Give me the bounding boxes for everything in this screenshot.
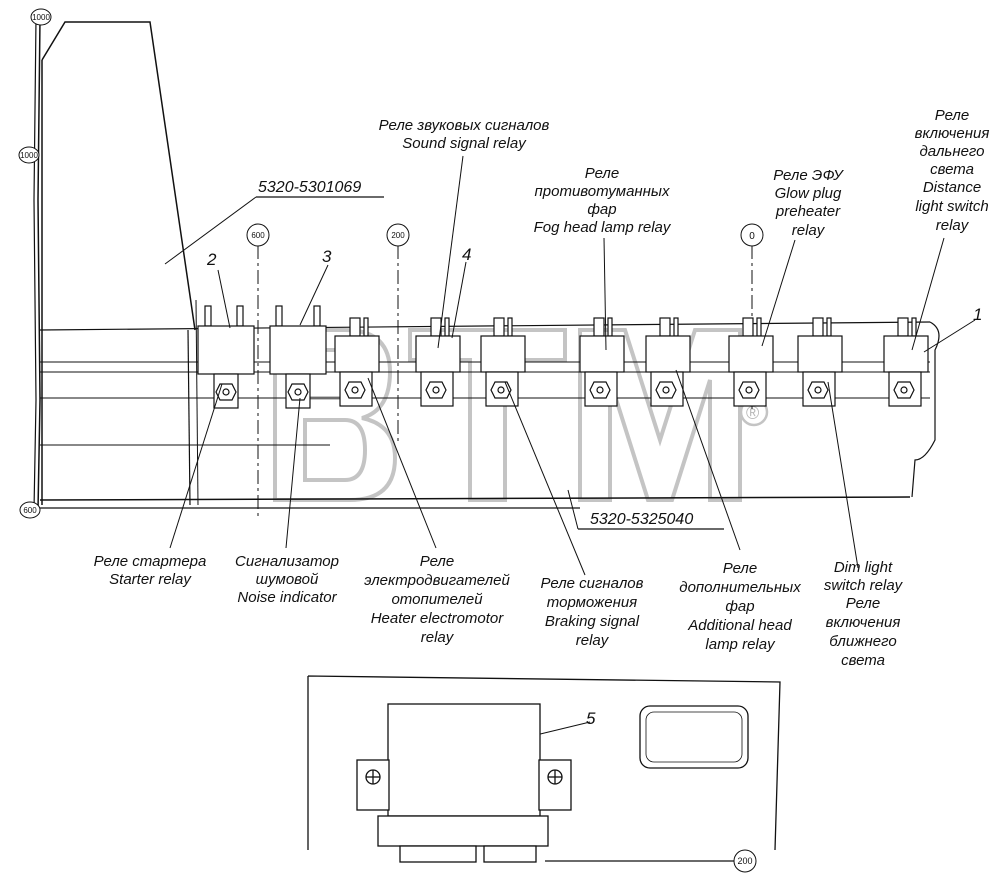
heater-electromotor-relay — [334, 317, 380, 407]
dimension-marker-label: 1000 — [32, 13, 50, 22]
dimension-marker: 1000 — [18, 146, 40, 164]
dimension-marker-label: 200 — [391, 231, 405, 240]
item-number-4: 4 — [462, 245, 471, 264]
dimension-marker-label: 1000 — [20, 151, 38, 160]
callout-line: отопителей — [391, 591, 483, 608]
item-number-2: 2 — [206, 250, 217, 269]
callout-line: торможения — [547, 594, 637, 611]
callout-line: Dim light — [834, 559, 893, 576]
braking-signal-relay — [480, 317, 526, 407]
callout-additional-head-lamp-relay: Реле дополнительных фар Additional head … — [679, 560, 801, 653]
dimension-marker: 600 — [246, 223, 270, 247]
glow-plug-preheater-relay — [728, 317, 774, 407]
callout-line: Heater electromotor — [371, 610, 505, 627]
callout-line: Sound signal relay — [402, 135, 527, 152]
callout-line: Glow plug — [775, 185, 842, 202]
callout-line: фар — [725, 598, 754, 615]
callout-line: электродвигателей — [364, 572, 510, 589]
callout-dim-light-relay: Dim light switch relay Реле включения бл… — [824, 559, 904, 669]
relay-group — [197, 305, 929, 409]
callout-glow-plug-relay: Реле ЭФУ Glow plug preheater relay — [773, 167, 844, 239]
dim-light-switch-relay — [797, 317, 843, 407]
callout-line: дополнительных — [679, 579, 801, 596]
noise-indicator — [269, 305, 327, 409]
callout-line: Реле — [585, 165, 619, 182]
dimension-marker: 600 — [19, 501, 41, 519]
part-number-upper: 5320-5301069 — [258, 179, 361, 196]
watermark-registered-mark: ® — [746, 403, 759, 423]
callout-line: switch relay — [824, 577, 904, 594]
callout-line: включения — [915, 125, 990, 142]
dimension-marker: 1000 — [30, 8, 52, 26]
part-number-lower: 5320-5325040 — [590, 511, 693, 528]
callout-line: света — [930, 161, 974, 178]
dimension-marker-label: 200 — [737, 856, 752, 866]
callout-line: Additional head — [687, 617, 792, 634]
dimension-marker: 0 — [740, 223, 764, 247]
callout-noise-indicator: Сигнализатор шумовой Noise indicator — [235, 553, 339, 606]
item-number-3: 3 — [322, 247, 332, 266]
callout-line: Реле — [420, 553, 454, 570]
dimension-marker-label: 0 — [749, 231, 755, 242]
callout-line: preheater — [775, 203, 841, 220]
sound-signal-relay — [415, 317, 461, 407]
callout-line: relay — [576, 632, 610, 649]
callout-line: Реле ЭФУ — [773, 167, 844, 184]
dimension-marker-label: 600 — [251, 231, 265, 240]
callout-line: Реле звуковых сигналов — [379, 117, 550, 134]
callout-line: фар — [587, 201, 616, 218]
callout-line: Fog head lamp relay — [534, 219, 672, 236]
callout-line: Starter relay — [109, 571, 192, 588]
callout-heater-electromotor-relay: Реле электродвигателей отопителей Heater… — [364, 553, 510, 646]
callout-line: relay — [936, 217, 970, 234]
callout-line: Реле — [723, 560, 757, 577]
callout-line: Реле сигналов — [541, 575, 644, 592]
callout-leaders — [169, 155, 945, 576]
callout-line: Реле — [846, 595, 880, 612]
callout-line: дальнего — [920, 143, 985, 160]
additional-head-lamp-relay — [645, 317, 691, 407]
callout-distance-light-relay: Реле включения дальнего света Distance l… — [915, 107, 990, 234]
item-number-5: 5 — [586, 709, 596, 728]
callout-fog-head-lamp-relay: Реле противотуманных фар Fog head lamp r… — [534, 165, 672, 236]
callout-line: lamp relay — [705, 636, 776, 653]
callout-line: Distance — [923, 179, 981, 196]
callout-line: противотуманных — [535, 183, 670, 200]
callout-line: Braking signal — [545, 613, 640, 630]
callout-line: Реле — [935, 107, 969, 124]
dimension-marker-label: 600 — [23, 506, 37, 515]
callout-line: света — [841, 652, 885, 669]
callout-line: шумовой — [256, 571, 319, 588]
callout-line: Сигнализатор — [235, 553, 339, 570]
callout-line: relay — [792, 222, 826, 239]
fog-head-lamp-relay — [579, 317, 625, 407]
callout-starter-relay: Реле стартера Starter relay — [94, 553, 207, 588]
callout-line: light switch — [915, 198, 988, 215]
left-dimension-line — [33, 17, 41, 511]
item-number-callouts — [217, 261, 976, 737]
item-number-1: 1 — [973, 305, 982, 324]
lower-detail-view — [307, 675, 781, 863]
callout-line: Реле стартера — [94, 553, 207, 570]
dimension-marker: 200 — [733, 849, 757, 873]
mounting-bracket — [41, 21, 196, 505]
callout-line: relay — [421, 629, 455, 646]
dimension-marker: 200 — [386, 223, 410, 247]
callout-sound-signal-relay: Реле звуковых сигналов Sound signal rela… — [379, 117, 550, 152]
callout-line: ближнего — [829, 633, 896, 650]
callout-line: Noise indicator — [237, 589, 337, 606]
callout-line: включения — [826, 614, 901, 631]
distance-light-switch-relay — [883, 317, 929, 407]
callout-braking-signal-relay: Реле сигналов торможения Braking signal … — [541, 575, 644, 649]
starter-relay — [197, 305, 255, 409]
